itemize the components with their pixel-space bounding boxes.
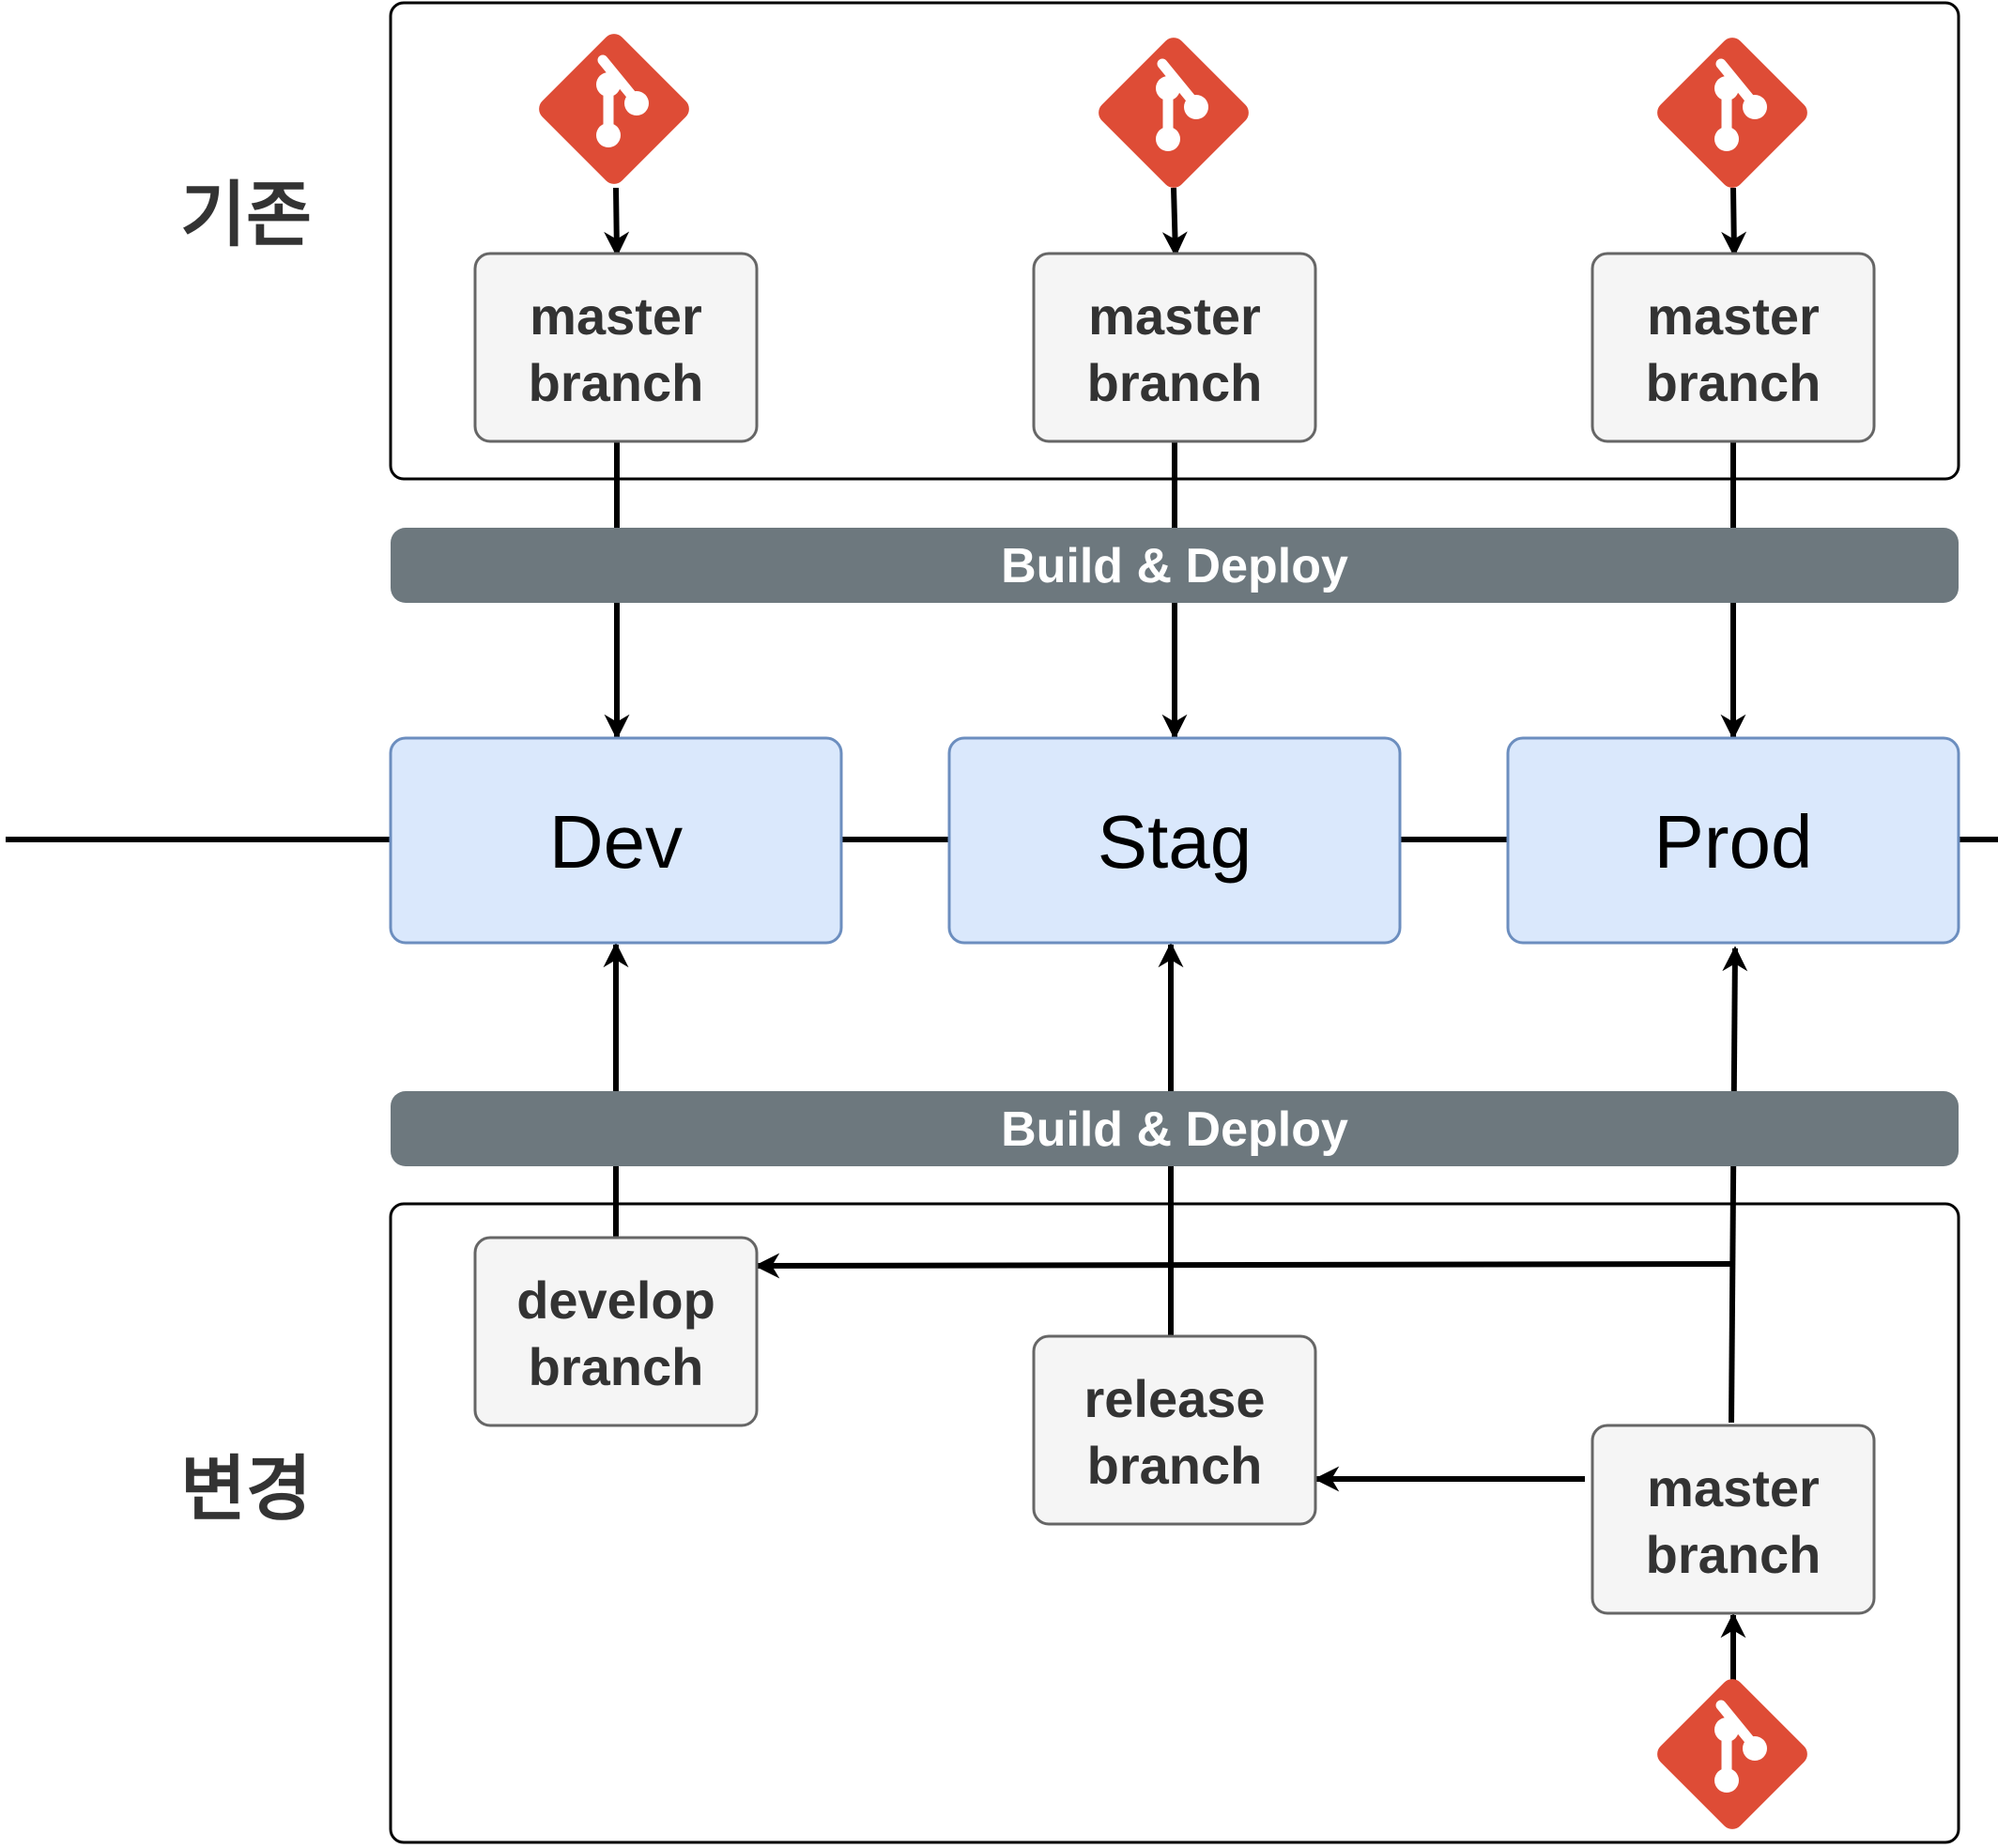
branch-label-line2: branch — [1646, 1525, 1821, 1584]
edge-git1-master1 — [604, 187, 630, 257]
env-stag: Stag — [947, 736, 1402, 945]
edge-master-prod — [1722, 946, 1748, 1424]
branch-label-line2: branch — [529, 1337, 704, 1396]
env-prod-label: Prod — [1654, 800, 1813, 884]
section-label-before: 기존 — [180, 173, 312, 256]
branch-label-line2: branch — [1087, 1436, 1263, 1495]
branch-label-line2: branch — [1087, 353, 1263, 412]
before-master-branch-1: master branch — [473, 252, 759, 443]
branch-label-line2: branch — [529, 353, 704, 412]
build-deploy-label-bottom: Build & Deploy — [1001, 1102, 1348, 1157]
build-deploy-bar-bottom: Build & Deploy — [391, 1091, 1959, 1166]
branch-label-line1: master — [1647, 1458, 1820, 1517]
branch-label-line1: release — [1084, 1369, 1265, 1428]
branch-label-line1: master — [1647, 286, 1820, 346]
branch-label-line1: develop — [516, 1270, 715, 1330]
before-master-branch-3: master branch — [1591, 252, 1876, 443]
build-deploy-label-top: Build & Deploy — [1001, 539, 1348, 593]
section-label-after: 변경 — [180, 1447, 312, 1531]
env-dev: Dev — [389, 736, 843, 945]
env-stag-label: Stag — [1098, 800, 1253, 884]
before-master-branch-2: master branch — [1032, 252, 1317, 443]
branch-label-line1: master — [530, 286, 702, 346]
after-release-branch: release branch — [1032, 1334, 1317, 1526]
build-deploy-bar-top: Build & Deploy — [391, 528, 1959, 603]
branch-label-line2: branch — [1646, 353, 1821, 412]
after-develop-branch: develop branch — [473, 1236, 759, 1427]
env-prod: Prod — [1506, 736, 1960, 945]
branch-label-line1: master — [1088, 286, 1261, 346]
edge-git3-master3 — [1721, 187, 1747, 257]
edge-master-develop — [754, 1253, 1733, 1279]
edge-git2-master2 — [1161, 187, 1188, 257]
env-dev-label: Dev — [549, 800, 683, 884]
after-master-branch: master branch — [1591, 1424, 1876, 1615]
